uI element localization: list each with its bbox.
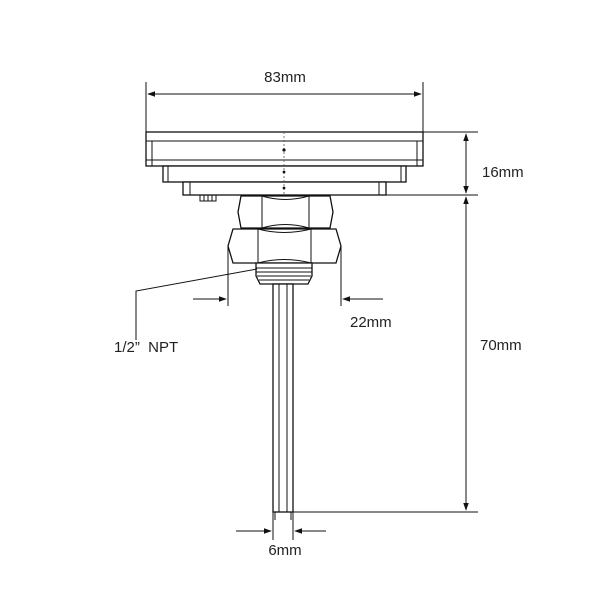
gauge-case: [145, 131, 424, 202]
dimension-dial-diameter: 83mm: [145, 69, 424, 132]
callout-npt-thread: 1/2” NPT: [114, 268, 258, 356]
label-83mm: 83mm: [264, 69, 306, 86]
stem: [272, 283, 294, 520]
dimension-hex-width: 22mm: [193, 246, 392, 331]
lower-hex-nut: [227, 228, 342, 264]
label-70mm: 70mm: [480, 337, 522, 354]
label-16mm: 16mm: [482, 164, 524, 181]
dimension-stem-diameter: 6mm: [236, 512, 326, 559]
upper-hex-nut: [237, 195, 334, 229]
dimension-case-depth: 16mm: [384, 131, 524, 196]
label-22mm: 22mm: [350, 314, 392, 331]
label-npt: 1/2” NPT: [114, 339, 178, 356]
npt-thread-fitting: [255, 262, 313, 285]
dimension-stem-length: 70mm: [293, 196, 522, 513]
label-6mm: 6mm: [268, 542, 301, 559]
